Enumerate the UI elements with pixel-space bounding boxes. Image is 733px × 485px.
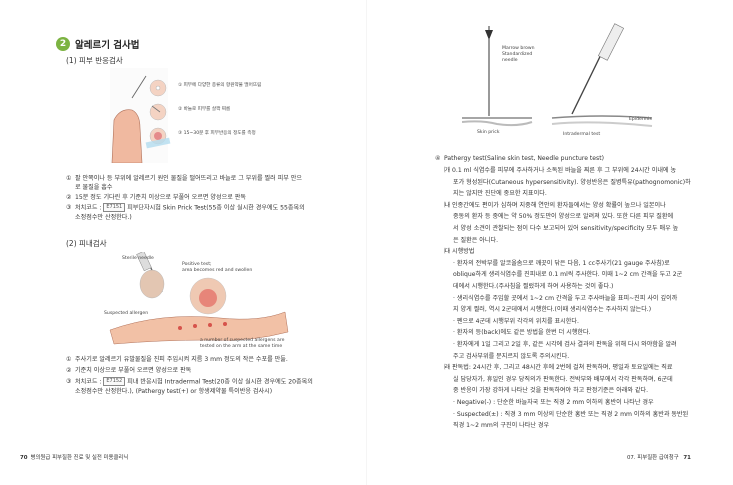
running-title: 07. 피부질환 급여청구 bbox=[627, 455, 679, 461]
fig2-note-2: tested on the arm at the same time bbox=[200, 344, 283, 349]
label-skin-prick: Skin prick bbox=[477, 130, 500, 135]
pathergy-line: · 환자의 전박부를 알코올솜으로 깨끗이 닦은 다음, 1 cc주사기(21 … bbox=[453, 259, 670, 267]
pathergy-line: 직경 1~2 mm의 구진이 나타난 경우 bbox=[453, 422, 550, 430]
treatment-code-tag: E7152 bbox=[103, 377, 126, 386]
test-site-3 bbox=[208, 323, 212, 327]
pathergy-line: 중 반응이 가장 강하게 나타난 것을 판독하여야 하고 판정기준은 아래와 같… bbox=[453, 387, 649, 395]
right-page: Marrow brown Standardized needle Skin pr… bbox=[367, 0, 733, 485]
drop-1 bbox=[155, 85, 161, 91]
intra-step-3-cont: 소정점수만 산정한다.), (Pathergy test(+) or 항생제약물… bbox=[75, 388, 273, 395]
pathergy-line: 중동의 환자 등 중에는 약 50% 정도만이 양성으로 알려져 있다. 또한 … bbox=[453, 213, 674, 221]
fig1-caption-1: ① 피부에 다양한 종류의 항원약물 떨어뜨림 bbox=[178, 83, 262, 88]
pathergy-line: · 생리식염수를 주입할 곳에서 1~2 cm 간격을 두고 주사바늘을 표피~… bbox=[453, 294, 678, 302]
intradermal-epidermis bbox=[551, 115, 653, 119]
right-folio: 07. 피부질환 급여청구 71 bbox=[627, 453, 694, 461]
arm-illustration bbox=[111, 109, 143, 163]
skin-prick-arrow bbox=[485, 30, 493, 40]
pathergy-line: ㈐ 시행방법 bbox=[444, 248, 475, 256]
fig1-caption-3: ③ 15~30분 후 피부반응의 정도를 측정 bbox=[178, 131, 256, 136]
pathergy-line: 지는 않지만 진단에 중요한 지표이다. bbox=[453, 190, 547, 198]
wheal bbox=[154, 132, 162, 140]
pathergy-line: 서 양성 소견이 관찰되는 점이 다수 보고되어 있어 sensitivity/… bbox=[453, 225, 679, 232]
pathergy-line: 실 담당자가, 휴일인 경우 당직의가 판독한다. 전박부와 배부에서 각각 판… bbox=[453, 375, 673, 383]
section-header: 2 알레르기 검사법 bbox=[56, 37, 140, 51]
pathergy-line: · 환자에게 1일 그리고 2일 후, 같은 시각에 검사 결과의 판독을 위해… bbox=[453, 341, 677, 348]
pathergy-line: ㈎ 0.1 ml 식염수를 피부에 주사하거나 소독된 바늘을 찌른 후 그 부… bbox=[444, 167, 677, 174]
pathergy-line: ㈏ 인종간에도 편이가 심하며 지중해 연안의 환자들에서는 양성 확률이 높으… bbox=[444, 201, 666, 209]
test-site-4 bbox=[223, 322, 227, 326]
pathergy-line: 데에서 시행한다.(주사침을 찔렀하게 하여 사용하는 것이 좋다.) bbox=[453, 283, 614, 290]
pathergy-line: oblique하게 생리식염수를 진피내로 0.1 ml씩 주사한다. 이때 1… bbox=[453, 271, 683, 279]
pathergy-line: 포가 형성된다(Cutaneous hypersensitivity). 양성반… bbox=[453, 178, 691, 186]
skin-prick-figure bbox=[110, 68, 171, 163]
pathergy-line: · 펜으로 4군데 시행부위 각각의 위치를 표시한다. bbox=[453, 317, 579, 325]
syringe-illustration bbox=[597, 23, 625, 61]
left-page: 2 알레르기 검사법 (1) 피부 반응검사 ① 피부에 다양한 종류의 항원약… bbox=[0, 0, 366, 485]
label-standardized: Standardized bbox=[502, 52, 533, 57]
page-number: 71 bbox=[683, 455, 691, 461]
skin-test-heading: (1) 피부 반응검사 bbox=[66, 56, 123, 65]
pathergy-line: · Suspected(±) : 직경 3 mm 이상의 단순한 홍반 또는 직… bbox=[453, 410, 689, 418]
prick-needle bbox=[151, 105, 161, 113]
pathergy-line: ㈑ 판독법: 24시간 후, 그리고 48시간 후에 2번에 걸쳐 판독하며, … bbox=[444, 364, 673, 372]
intradermal-figure bbox=[109, 252, 289, 345]
test-site-2 bbox=[193, 324, 197, 328]
pathergy-line: 은 질환은 아니다. bbox=[453, 236, 499, 244]
intradermal-heading: (2) 피내검사 bbox=[66, 239, 107, 248]
fig2-note-1: a number of suspected allergens are bbox=[200, 338, 285, 343]
test-site-1 bbox=[178, 326, 182, 330]
section-title: 알레르기 검사법 bbox=[75, 40, 140, 51]
fig2-positive: Positive test; bbox=[182, 262, 212, 267]
skin-step-3-cont: 소정점수만 산정한다.) bbox=[75, 214, 132, 221]
fig2-sterile-needle: Sterile needle bbox=[122, 256, 154, 261]
skin-prick-dermis bbox=[462, 120, 533, 127]
label-needle: needle bbox=[502, 58, 518, 63]
fig2-positive-2: area becomes red and swollen bbox=[182, 268, 253, 273]
fig1-caption-2: ② 바늘로 피부를 살짝 찌름 bbox=[178, 107, 231, 112]
pathergy-line: · Negative(-) : 단순한 바늘자국 또는 직경 2 mm 이하의 … bbox=[453, 399, 654, 406]
forearm-illustration bbox=[109, 311, 289, 345]
syringe-body bbox=[136, 252, 152, 272]
pathergy-line: 주고 검사부위를 문지르지 않도록 주의시킨다. bbox=[453, 352, 570, 360]
label-epidermis: Epidermis bbox=[629, 117, 652, 122]
injection-inset bbox=[139, 269, 165, 299]
needle-comparison-figure bbox=[462, 23, 653, 127]
running-title: 병의원급 피부질환 진료 및 실전 미용클리닉 bbox=[30, 455, 129, 461]
fig2-suspected-allergen: Suspected allergen bbox=[104, 311, 149, 316]
red-swollen-area bbox=[199, 289, 217, 307]
page-gutter bbox=[364, 0, 369, 485]
pathergy-line: 지 양게 찔러, 역시 2군데에서 시행한다.(이때 생리식염수는 주사하지 않… bbox=[453, 306, 652, 314]
label-marrow: Marrow brown bbox=[502, 46, 535, 51]
treatment-code-tag: E7151 bbox=[103, 203, 126, 212]
intradermal-dermis bbox=[551, 121, 653, 127]
page-number: 70 bbox=[20, 455, 28, 461]
skin-step-1-cont: 로 물질을 흡수 bbox=[75, 184, 113, 191]
label-intradermal: Intradermal test bbox=[563, 132, 601, 137]
needle-illustration bbox=[131, 75, 147, 99]
ruler bbox=[145, 137, 171, 149]
section-number-badge: 2 bbox=[56, 37, 70, 51]
pathergy-line: · 환자의 등(back)에도 같은 방법을 한번 더 시행한다. bbox=[453, 329, 591, 337]
